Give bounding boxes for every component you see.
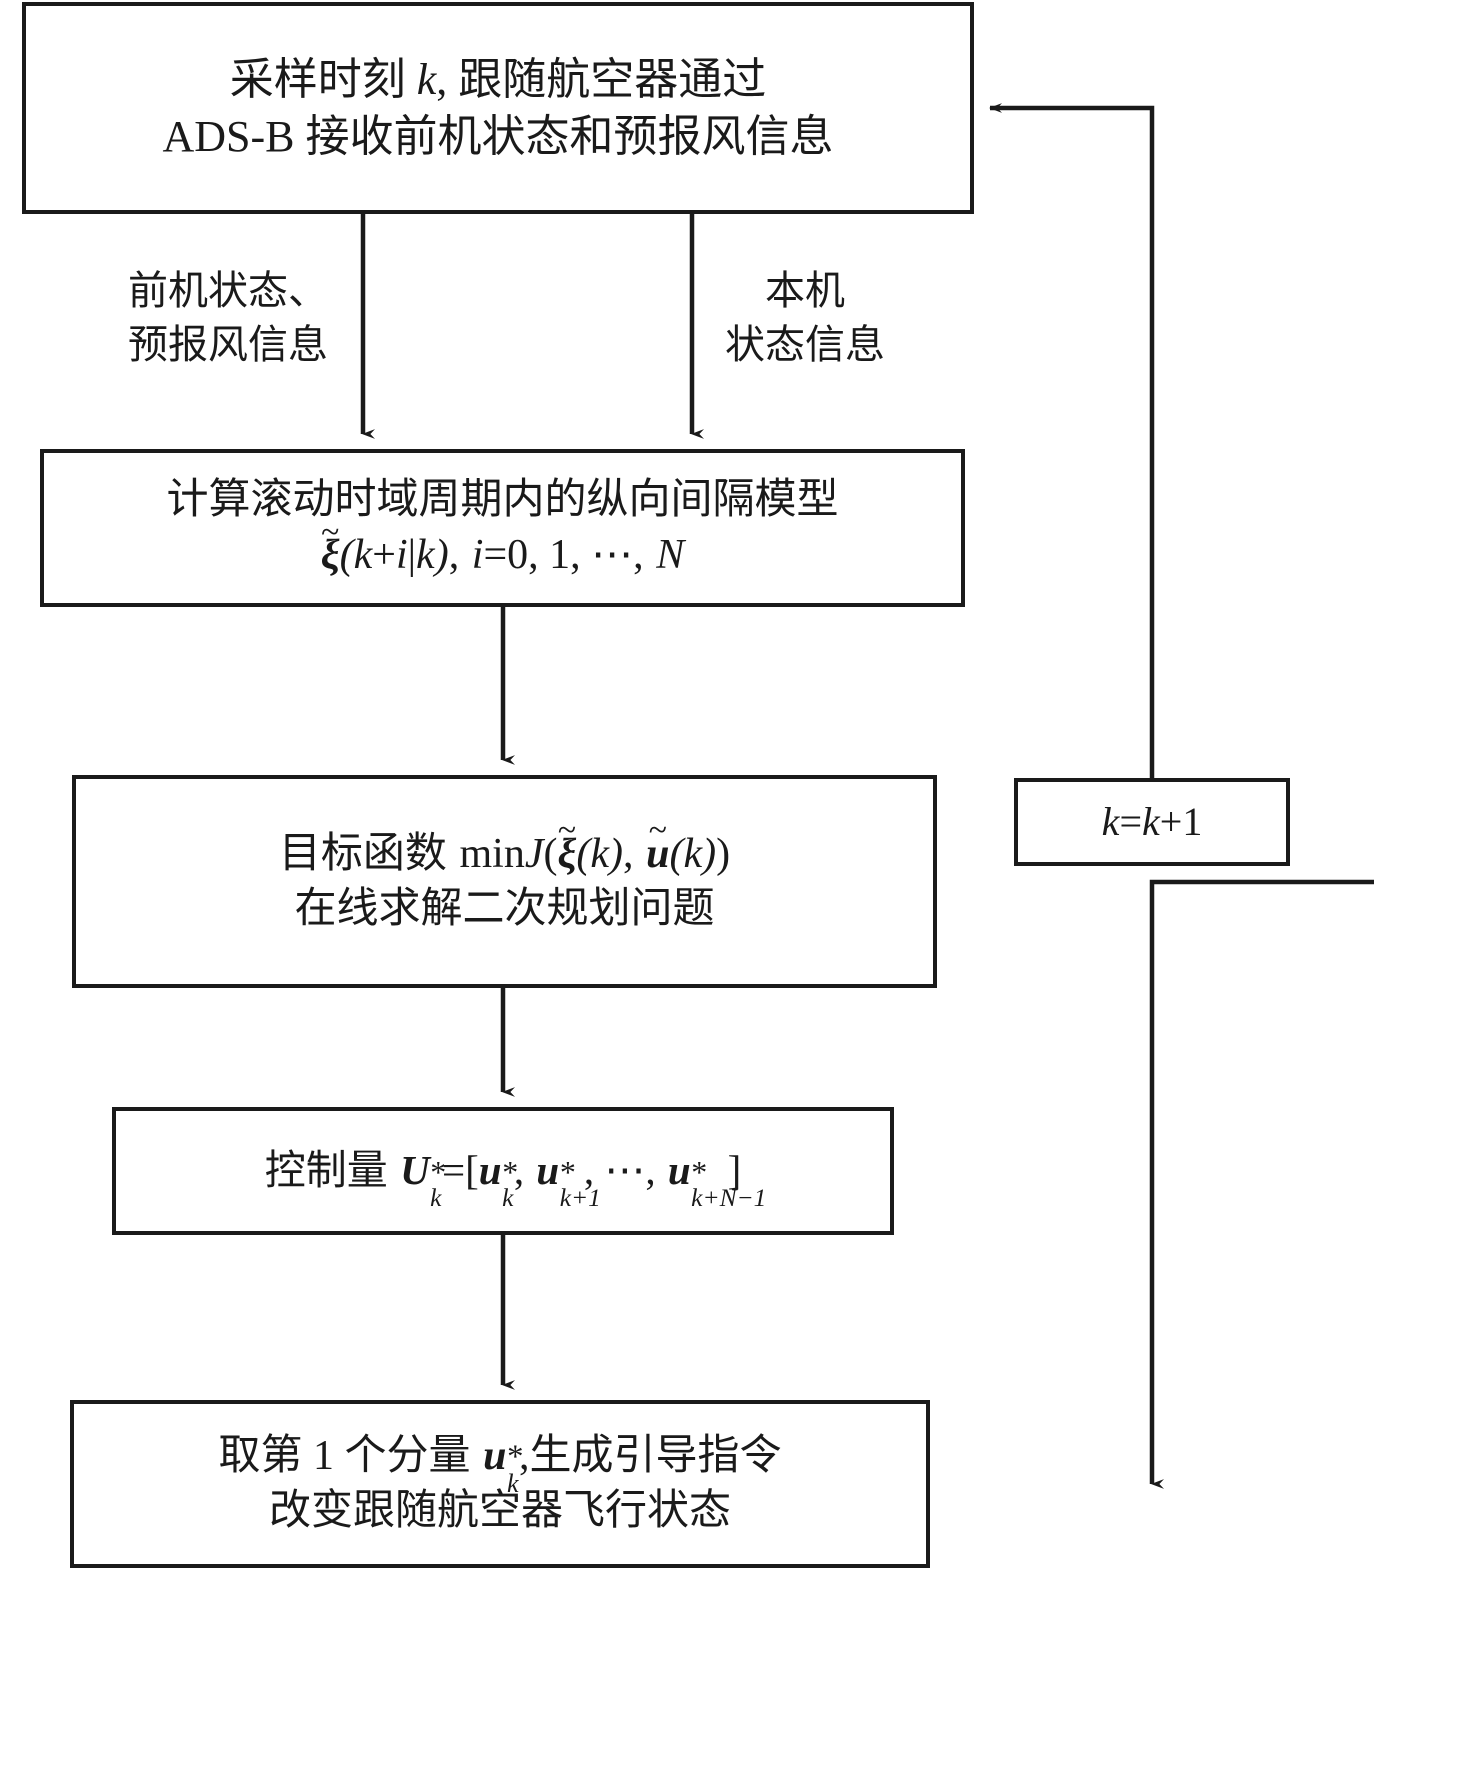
receive-line-1: 采样时刻 k, 跟随航空器通过 — [229, 54, 767, 104]
model-line-2-formula: ξ~(k+i|k),i=0, 1, ⋯,N — [320, 513, 685, 578]
objective-prefix: 目标函数 — [278, 830, 447, 877]
objective-line-2: 在线求解二次规划问题 — [294, 885, 715, 932]
longitudinal-spacing-model-block: 计算滚动时域周期内的纵向间隔模型 ξ~(k+i|k),i=0, 1, ⋯,N — [40, 449, 965, 607]
command-line-1-a: 取第 1 个分量 — [218, 1433, 471, 1480]
control-prefix: 控制量 — [264, 1147, 388, 1194]
connector-command-to-increment — [1149, 879, 1374, 1489]
edge-label-lead-line-2: 预报风信息 — [128, 321, 328, 367]
edge-label-own-line-2: 状态信息 — [725, 321, 885, 367]
model-line-1: 计算滚动时域周期内的纵向间隔模型 — [166, 477, 839, 524]
receive-line-2: ADS-B 接收前机状态和预报风信息 — [162, 112, 834, 161]
edge-label-own-line-1: 本机 — [765, 268, 845, 313]
receive-state-block: 采样时刻 k, 跟随航空器通过 ADS-B 接收前机状态和预报风信息 — [22, 2, 974, 214]
edge-label-own-aircraft: 本机 状态信息 — [690, 264, 920, 371]
edge-label-lead-aircraft: 前机状态、 预报风信息 — [88, 264, 368, 371]
edge-label-lead-line-1: 前机状态、 — [128, 268, 328, 313]
increment-formula: k=k+1 — [1101, 799, 1203, 844]
command-line-1-b: 生成引导指令 — [529, 1433, 782, 1480]
time-increment-block: k=k+1 — [1014, 778, 1290, 866]
connector-increment-to-receive — [989, 103, 1155, 778]
command-line-2: 改变跟随航空器飞行状态 — [268, 1488, 731, 1534]
